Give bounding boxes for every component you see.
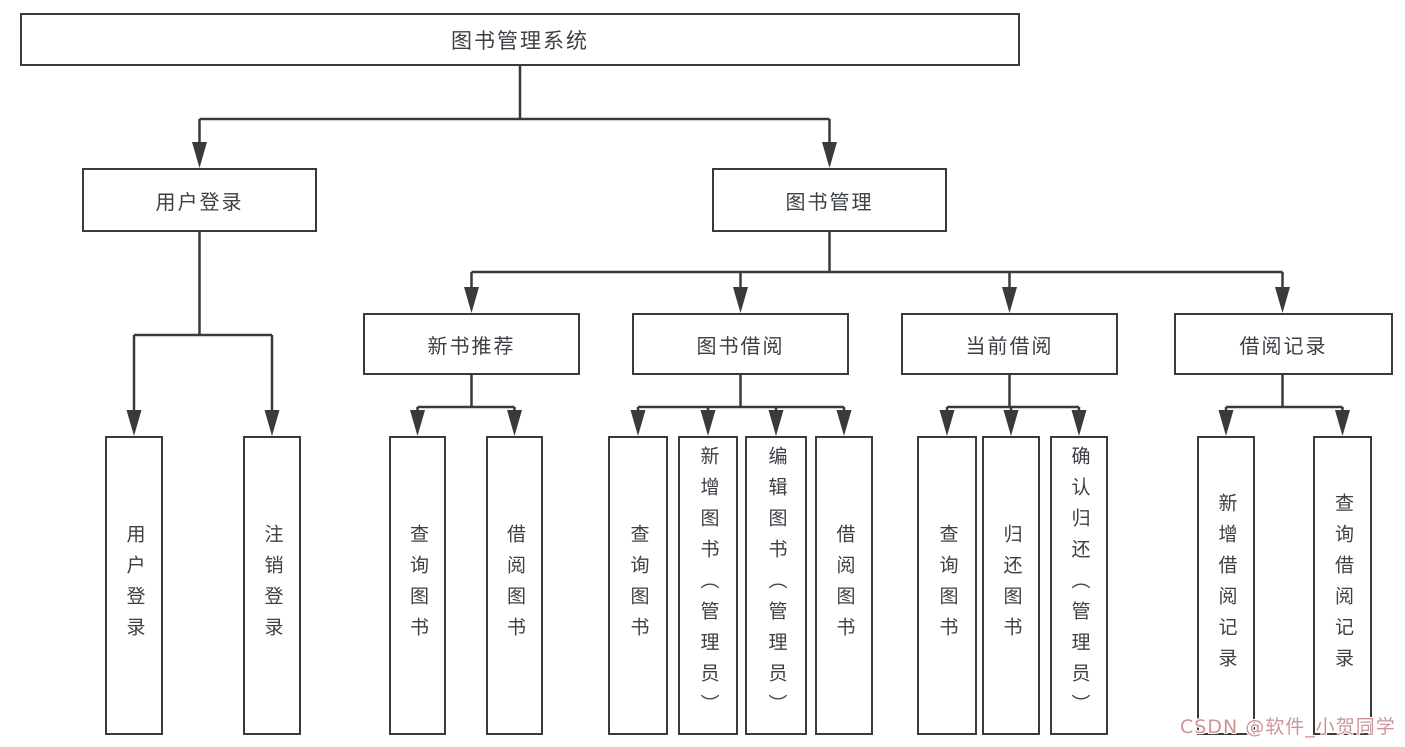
node-book-borrow: 图书借阅 xyxy=(632,313,849,375)
node-user-login: 用户登录 xyxy=(82,168,317,232)
leaf-borrow-books-recommend-label: 借阅图书 xyxy=(504,523,526,648)
leaf-borrow-books-recommend: 借阅图书 xyxy=(486,436,543,735)
leaf-edit-books-admin-label: 编辑图书（管理员） xyxy=(765,446,788,725)
leaf-logout: 注销登录 xyxy=(243,436,301,735)
node-book-borrow-label: 图书借阅 xyxy=(696,333,785,358)
node-current-borrow-label: 当前借阅 xyxy=(965,333,1054,358)
leaf-return-books: 归还图书 xyxy=(982,436,1040,735)
leaf-add-books-admin: 新增图书（管理员） xyxy=(678,436,738,735)
node-book-management-label: 图书管理 xyxy=(785,189,874,214)
csdn-watermark: CSDN @软件_小贺同学 xyxy=(1180,716,1396,738)
node-root-label: 图书管理系统 xyxy=(451,28,589,53)
leaf-logout-label: 注销登录 xyxy=(261,523,284,648)
leaf-query-borrow-record: 查询借阅记录 xyxy=(1313,436,1372,735)
leaf-query-borrow-record-label: 查询借阅记录 xyxy=(1332,492,1354,679)
leaf-borrow-books: 借阅图书 xyxy=(815,436,873,735)
leaf-query-books-current: 查询图书 xyxy=(917,436,977,735)
node-current-borrow: 当前借阅 xyxy=(901,313,1118,375)
leaf-borrow-books-label: 借阅图书 xyxy=(833,523,856,648)
leaf-edit-books-admin: 编辑图书（管理员） xyxy=(745,436,807,735)
node-book-management: 图书管理 xyxy=(712,168,947,232)
leaf-query-books-current-label: 查询图书 xyxy=(936,523,959,648)
leaf-query-books-recommend: 查询图书 xyxy=(389,436,446,735)
leaf-query-books-borrow: 查询图书 xyxy=(608,436,668,735)
node-borrow-records-label: 借阅记录 xyxy=(1239,333,1328,358)
leaf-add-borrow-record-label: 新增借阅记录 xyxy=(1215,492,1238,679)
leaf-query-books-recommend-label: 查询图书 xyxy=(407,523,429,648)
node-new-book-recommend-label: 新书推荐 xyxy=(427,333,516,358)
leaf-user-login: 用户登录 xyxy=(105,436,163,735)
leaf-query-books-borrow-label: 查询图书 xyxy=(627,523,650,648)
node-new-book-recommend: 新书推荐 xyxy=(363,313,580,375)
node-root: 图书管理系统 xyxy=(20,13,1020,66)
leaf-return-books-label: 归还图书 xyxy=(1000,523,1023,648)
node-user-login-label: 用户登录 xyxy=(155,189,244,214)
leaf-add-borrow-record: 新增借阅记录 xyxy=(1197,436,1255,735)
leaf-confirm-return-admin-label: 确认归还（管理员） xyxy=(1068,446,1091,725)
node-borrow-records: 借阅记录 xyxy=(1174,313,1393,375)
leaf-add-books-admin-label: 新增图书（管理员） xyxy=(697,446,720,725)
leaf-user-login-label: 用户登录 xyxy=(123,523,146,648)
leaf-confirm-return-admin: 确认归还（管理员） xyxy=(1050,436,1108,735)
